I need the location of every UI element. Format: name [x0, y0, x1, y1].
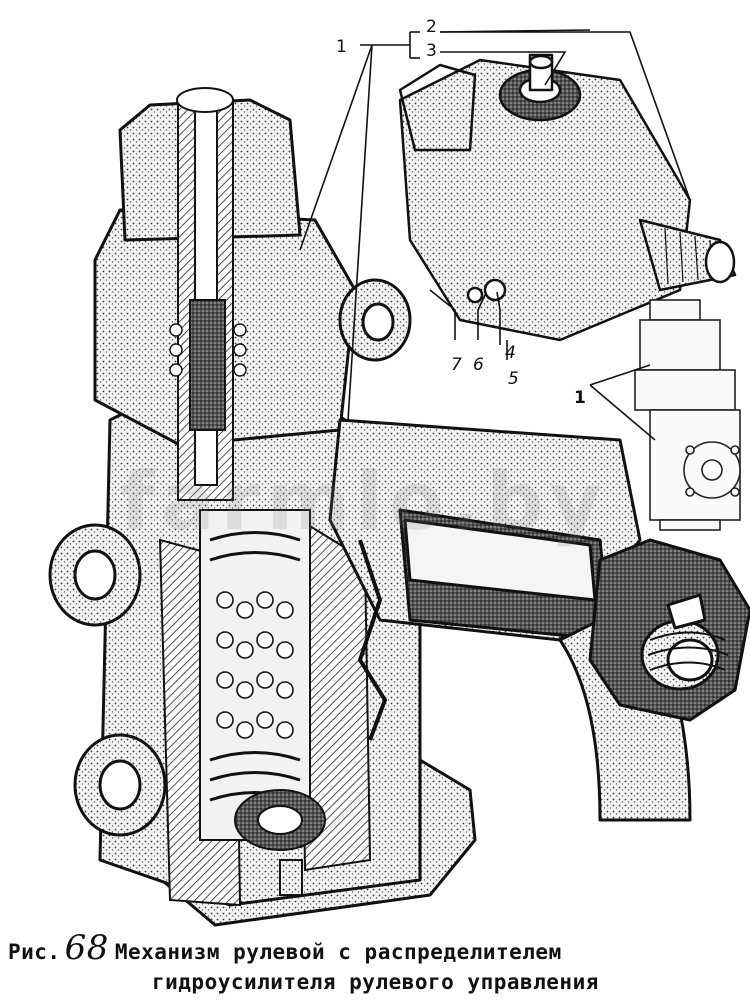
- caption-number: 68: [64, 928, 109, 968]
- callout-4: 4: [505, 343, 516, 363]
- caption-prefix: Рис.: [8, 940, 61, 964]
- external-view-inset: [398, 53, 737, 342]
- leader-lines: [299, 29, 691, 441]
- side-view-inset: [634, 299, 741, 531]
- sectional-cut: [158, 87, 372, 907]
- callout-3: 3: [426, 41, 437, 61]
- watermark: farmlo.by: [120, 455, 608, 548]
- callout-7: 7: [451, 355, 462, 375]
- callout-2: 2: [426, 17, 437, 37]
- caption-title-line-2: гидроусилителя рулевого управления: [152, 970, 599, 994]
- callout-1-inset: 1: [574, 388, 586, 408]
- callout-6: 6: [473, 355, 484, 375]
- callout-5: 5: [508, 369, 519, 389]
- callout-1-main: 1: [336, 37, 347, 57]
- caption-title-line-1: Механизм рулевой с распределителем: [114, 940, 562, 964]
- sector-shaft: [328, 418, 750, 822]
